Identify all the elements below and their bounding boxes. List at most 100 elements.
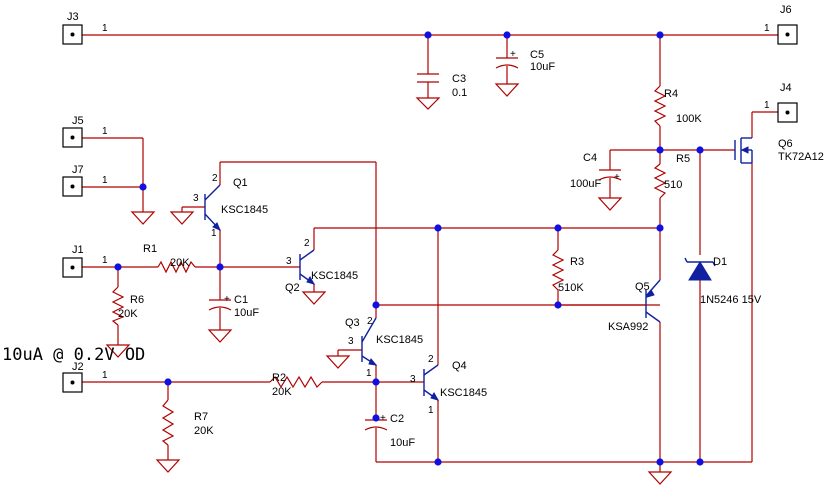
c1-value: 10uF bbox=[234, 307, 259, 319]
q5-ref: Q5 bbox=[635, 281, 650, 293]
j1-pin: 1 bbox=[102, 255, 108, 266]
c4-plus: + bbox=[614, 172, 620, 183]
q2-pin3: 3 bbox=[286, 256, 292, 267]
r6-value: 20K bbox=[118, 308, 138, 320]
j7-ref: J7 bbox=[72, 164, 84, 176]
transistor-q5 bbox=[558, 279, 661, 323]
j1-ref: J1 bbox=[72, 244, 84, 256]
j7-pin: 1 bbox=[102, 175, 108, 186]
c4-ref: C4 bbox=[583, 152, 597, 164]
q6-ref: Q6 bbox=[778, 138, 793, 150]
r3-value: 510K bbox=[558, 282, 584, 294]
connector-j7 bbox=[62, 176, 83, 197]
j4-ref: J4 bbox=[780, 82, 792, 94]
connector-j4 bbox=[777, 102, 798, 123]
q3-value: KSC1845 bbox=[376, 334, 423, 346]
q5-value: KSA992 bbox=[608, 321, 648, 333]
c5-plus: + bbox=[510, 49, 516, 60]
j5-ref: J5 bbox=[72, 115, 84, 127]
q3-pin3: 3 bbox=[348, 336, 354, 347]
d1-value: 1N5246 15V bbox=[700, 294, 762, 306]
q4-pin3: 3 bbox=[410, 374, 416, 385]
j6-ref: J6 bbox=[780, 4, 792, 16]
capacitor-c1 bbox=[208, 299, 232, 311]
capacitor-c3 bbox=[417, 73, 439, 83]
j3-ref: J3 bbox=[67, 11, 79, 23]
q4-value: KSC1845 bbox=[440, 387, 487, 399]
wires bbox=[80, 34, 785, 472]
zener-diode-d1 bbox=[684, 257, 716, 281]
j2-ref: J2 bbox=[72, 361, 84, 373]
resistor-r2 bbox=[269, 375, 323, 389]
resistor-r1 bbox=[157, 260, 196, 274]
q4-ref: Q4 bbox=[452, 360, 467, 372]
q4-pin2: 2 bbox=[428, 354, 434, 365]
q2-value: KSC1845 bbox=[311, 270, 358, 282]
d1-ref: D1 bbox=[713, 256, 727, 268]
r6-ref: R6 bbox=[130, 294, 144, 306]
grounds bbox=[105, 83, 673, 485]
c1-plus: + bbox=[224, 294, 230, 305]
r4-value: 100K bbox=[676, 113, 702, 125]
j5-pin: 1 bbox=[102, 126, 108, 137]
q1-value: KSC1845 bbox=[221, 204, 268, 216]
c5-value: 10uF bbox=[530, 61, 555, 73]
capacitor-c5 bbox=[495, 57, 519, 69]
transistor-q6 bbox=[734, 137, 753, 164]
transistor-q4 bbox=[423, 364, 440, 401]
transistor-q3 bbox=[361, 317, 378, 366]
c5-ref: C5 bbox=[530, 49, 544, 61]
r4-ref: R4 bbox=[664, 88, 678, 100]
q6-value: TK72A12 bbox=[778, 151, 824, 163]
connector-j5 bbox=[62, 127, 83, 148]
q1-pin3: 3 bbox=[193, 193, 199, 204]
connector-j1 bbox=[62, 257, 83, 278]
r5-value: 510 bbox=[664, 179, 682, 191]
c2-value: 10uF bbox=[390, 437, 415, 449]
c1-ref: C1 bbox=[234, 294, 248, 306]
r1-ref: R1 bbox=[143, 243, 157, 255]
r5-ref: R5 bbox=[676, 153, 690, 165]
c3-ref: C3 bbox=[452, 73, 466, 85]
capacitors bbox=[208, 57, 622, 440]
labels: J3 1 J6 1 J4 1 J5 1 J7 1 J1 1 J2 1 C3 0.… bbox=[2, 4, 824, 449]
q4-pin1: 1 bbox=[428, 405, 434, 416]
c2-plus: + bbox=[380, 413, 386, 424]
q3-pin2: 2 bbox=[367, 316, 373, 327]
j3-pin: 1 bbox=[102, 23, 108, 34]
q2-ref: Q2 bbox=[285, 282, 300, 294]
c3-value: 0.1 bbox=[452, 87, 467, 99]
j6-pin: 1 bbox=[764, 23, 770, 34]
transistors bbox=[204, 137, 753, 401]
resistor-r4 bbox=[653, 85, 667, 127]
connector-j6 bbox=[777, 24, 798, 45]
bias-annotation: 10uA @ 0.2V OD bbox=[2, 345, 145, 365]
c2-ref: C2 bbox=[390, 413, 404, 425]
r3-ref: R3 bbox=[570, 256, 584, 268]
resistor-r7 bbox=[161, 399, 175, 446]
q2-pin2: 2 bbox=[304, 238, 310, 249]
j2-pin: 1 bbox=[102, 370, 108, 381]
q1-pin2: 2 bbox=[212, 173, 218, 184]
r7-value: 20K bbox=[194, 425, 214, 437]
q3-pin1: 1 bbox=[366, 368, 372, 379]
resistor-r3 bbox=[551, 249, 565, 291]
resistors bbox=[111, 85, 667, 446]
transistor-q1 bbox=[204, 184, 221, 231]
resistor-r5 bbox=[653, 163, 667, 199]
r2-ref: R2 bbox=[272, 372, 286, 384]
q3-ref: Q3 bbox=[345, 317, 360, 329]
j4-pin: 1 bbox=[764, 100, 770, 111]
capacitor-c4 bbox=[598, 169, 622, 181]
q1-ref: Q1 bbox=[233, 177, 248, 189]
r7-ref: R7 bbox=[194, 411, 208, 423]
connectors bbox=[62, 24, 798, 393]
r2-value: 20K bbox=[272, 386, 292, 398]
r1-value: 20K bbox=[170, 257, 190, 269]
c4-value: 100uF bbox=[570, 178, 601, 190]
junction-dots bbox=[114, 31, 704, 466]
q1-pin1: 1 bbox=[211, 228, 217, 239]
transistor-q2 bbox=[299, 249, 316, 285]
connector-j2 bbox=[62, 372, 83, 393]
